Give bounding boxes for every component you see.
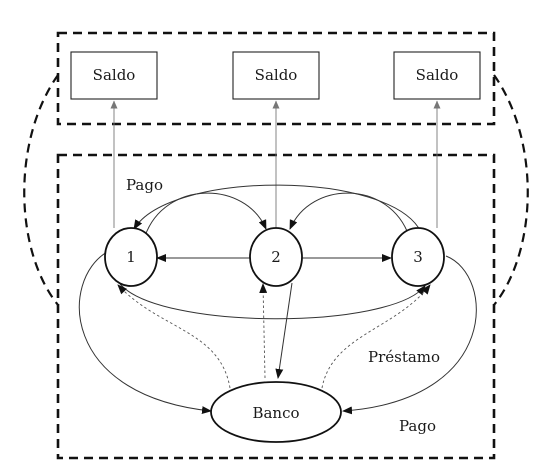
node-3-label: 3 [413, 248, 423, 266]
saldo-box-3-label: Saldo [416, 66, 459, 84]
edge-bank-to-node3-loan [321, 284, 431, 389]
edge-label-prestamo: Préstamo [368, 348, 440, 366]
edge-node3-to-bank [342, 255, 477, 415]
bank-label: Banco [252, 404, 299, 422]
saldo-box-3: Saldo [393, 51, 481, 100]
node-1-label: 1 [126, 248, 136, 266]
edge-label-pago-bottom: Pago [399, 417, 436, 435]
edge-bank-to-node1-loan [117, 284, 231, 389]
node-2-label: 2 [271, 248, 281, 266]
edge-3-to-2-arc [289, 192, 410, 237]
node-2: 2 [249, 227, 303, 287]
node-1: 1 [104, 227, 158, 287]
left-connector-arc [23, 74, 59, 306]
top-balance-frame [56, 31, 496, 126]
right-connector-arc [493, 74, 529, 306]
saldo-box-2: Saldo [232, 51, 320, 100]
edge-1-to-3-bottom [119, 283, 426, 320]
saldo-box-1: Saldo [70, 51, 158, 100]
edge-3-to-1-top [133, 184, 422, 233]
edge-bank-to-node2-loan [259, 283, 268, 379]
edge-label-pago-top: Pago [126, 176, 163, 194]
edge-node1-to-bank [79, 251, 212, 415]
edge-node2-to-bank [275, 282, 293, 379]
edge-1-to-2-arc [144, 192, 267, 237]
saldo-box-1-label: Saldo [93, 66, 136, 84]
bank-node: Banco [210, 381, 342, 443]
node-3: 3 [391, 227, 445, 287]
saldo-box-2-label: Saldo [255, 66, 298, 84]
